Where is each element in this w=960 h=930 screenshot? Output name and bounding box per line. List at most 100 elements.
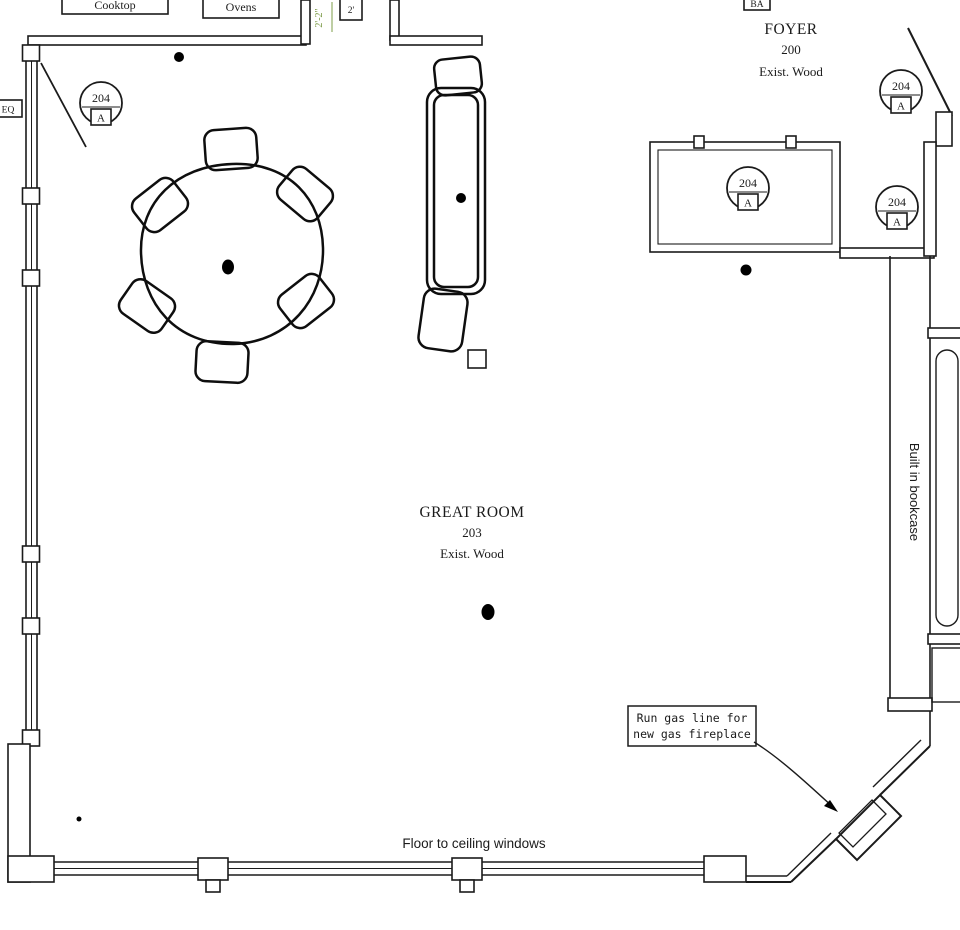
- great-room-label: GREAT ROOM 203 Exist. Wood: [419, 504, 524, 561]
- windows-label: Floor to ceiling windows: [402, 836, 546, 851]
- ink-dot: [740, 264, 752, 276]
- door-jamb-top-right: [935, 111, 953, 147]
- firebox-inner: [838, 799, 887, 848]
- sofa-cushion-top: [432, 55, 484, 97]
- bookcase-label: Built in bookcase: [907, 443, 922, 541]
- window-mullion: [21, 44, 41, 62]
- dining-chair: [130, 176, 190, 234]
- ink-dot: [76, 816, 82, 822]
- great-room-number: 203: [462, 525, 482, 540]
- wall-top-center-vertical: [389, 0, 400, 41]
- gas-note-leader: [753, 741, 835, 809]
- window-mullion: [21, 729, 41, 747]
- tag-letter: A: [97, 113, 105, 125]
- tag-letter: A: [893, 217, 901, 229]
- gas-note-box: [627, 705, 757, 747]
- closet-bottom-extension: [839, 247, 935, 259]
- great-room-finish: Exist. Wood: [440, 546, 504, 561]
- cooktop-label: Cooktop: [94, 0, 135, 12]
- wall-top-left-jamb: [300, 0, 311, 45]
- window-pier: [703, 855, 747, 883]
- tag-letter-box: [737, 193, 759, 211]
- closet-inner: [657, 149, 833, 245]
- tag-204-1: 204 A: [79, 81, 123, 126]
- gas-note-arrowhead: [824, 800, 838, 812]
- window-mullion: [21, 269, 41, 287]
- tag-letter-box: [890, 96, 912, 114]
- sofa: [417, 55, 487, 353]
- wall-pier-below-sofa: [467, 349, 487, 369]
- wall-stub: [927, 327, 960, 339]
- wall-right-upper: [923, 141, 937, 257]
- eq-label: EQ: [2, 106, 15, 116]
- dining-set: [117, 126, 336, 385]
- tag-letter-box: [886, 212, 908, 230]
- closet-door-jamb: [693, 135, 705, 149]
- dining-chair: [276, 272, 336, 330]
- window-mullion: [197, 857, 229, 881]
- tag-letter-box: [90, 108, 112, 126]
- tag-number: 204: [888, 195, 906, 209]
- top-boxes: Cooktop Ovens 2' 2'-2" BA EQ: [0, 0, 771, 118]
- tag-letter: A: [744, 198, 752, 210]
- window-mullion: [451, 857, 483, 881]
- dim-tag-label: 2': [348, 6, 355, 16]
- window-wall-left: [21, 44, 41, 747]
- window-mullion: [21, 187, 41, 205]
- gas-note-line1: Run gas line for: [637, 711, 748, 725]
- wall-top-left: [27, 35, 307, 46]
- walls: [7, 0, 960, 893]
- tag-204-2: 204 A: [879, 69, 923, 114]
- ink-dot: [222, 259, 234, 275]
- window-mullion: [21, 545, 41, 563]
- gas-note: Run gas line for new gas fireplace: [627, 705, 838, 812]
- closet-door-jamb: [785, 135, 797, 149]
- bathtub: [935, 349, 959, 627]
- tag-letter: A: [897, 101, 905, 113]
- mullion-foot: [459, 879, 475, 893]
- window-mullion: [21, 617, 41, 635]
- wall-top-center: [389, 35, 483, 46]
- ink-dot: [456, 193, 466, 203]
- ink-dot: [174, 52, 184, 62]
- dining-chair: [117, 277, 177, 335]
- tag-204-4: 204 A: [875, 185, 919, 230]
- dining-table: [139, 162, 325, 346]
- cooktop-box: [61, 0, 169, 15]
- dim-tag-box: [339, 0, 363, 21]
- ovens-label: Ovens: [226, 0, 257, 14]
- ink-dots: [76, 52, 752, 822]
- ovens-box: [202, 0, 280, 19]
- partial-tag-box: [743, 0, 771, 11]
- bookcase-wall-cap: [887, 697, 933, 712]
- dining-chair: [194, 339, 250, 385]
- sofa-inner: [432, 93, 480, 289]
- green-dim-label: 2'-2": [314, 8, 325, 27]
- door-leaf-top-left: [40, 62, 87, 148]
- ink-dot: [481, 604, 495, 620]
- window-wall-bottom: [7, 855, 747, 893]
- right-edge-fixtures: [927, 327, 960, 703]
- firebox-outer: [834, 793, 903, 862]
- door-leaf-top-right: [907, 27, 953, 117]
- sofa-body: [425, 86, 487, 296]
- tag-number: 204: [92, 91, 110, 105]
- partial-tag-label: BA: [750, 0, 763, 10]
- eq-box: [0, 99, 23, 118]
- tag-number: 204: [739, 176, 757, 190]
- window-pier: [7, 855, 55, 883]
- fixture: [931, 647, 960, 703]
- foyer-number: 200: [781, 42, 801, 57]
- tag-number: 204: [892, 79, 910, 93]
- tag-204-3: 204 A: [726, 166, 770, 211]
- foyer-name: FOYER: [764, 21, 817, 38]
- dining-chair: [203, 126, 259, 172]
- foyer-finish: Exist. Wood: [759, 64, 823, 79]
- wall-stub: [927, 633, 960, 645]
- sofa-cushion-bottom: [417, 287, 469, 353]
- great-room-name: GREAT ROOM: [419, 504, 524, 521]
- foyer-label: FOYER 200 Exist. Wood: [759, 21, 823, 79]
- gas-note-line2: new gas fireplace: [633, 727, 751, 741]
